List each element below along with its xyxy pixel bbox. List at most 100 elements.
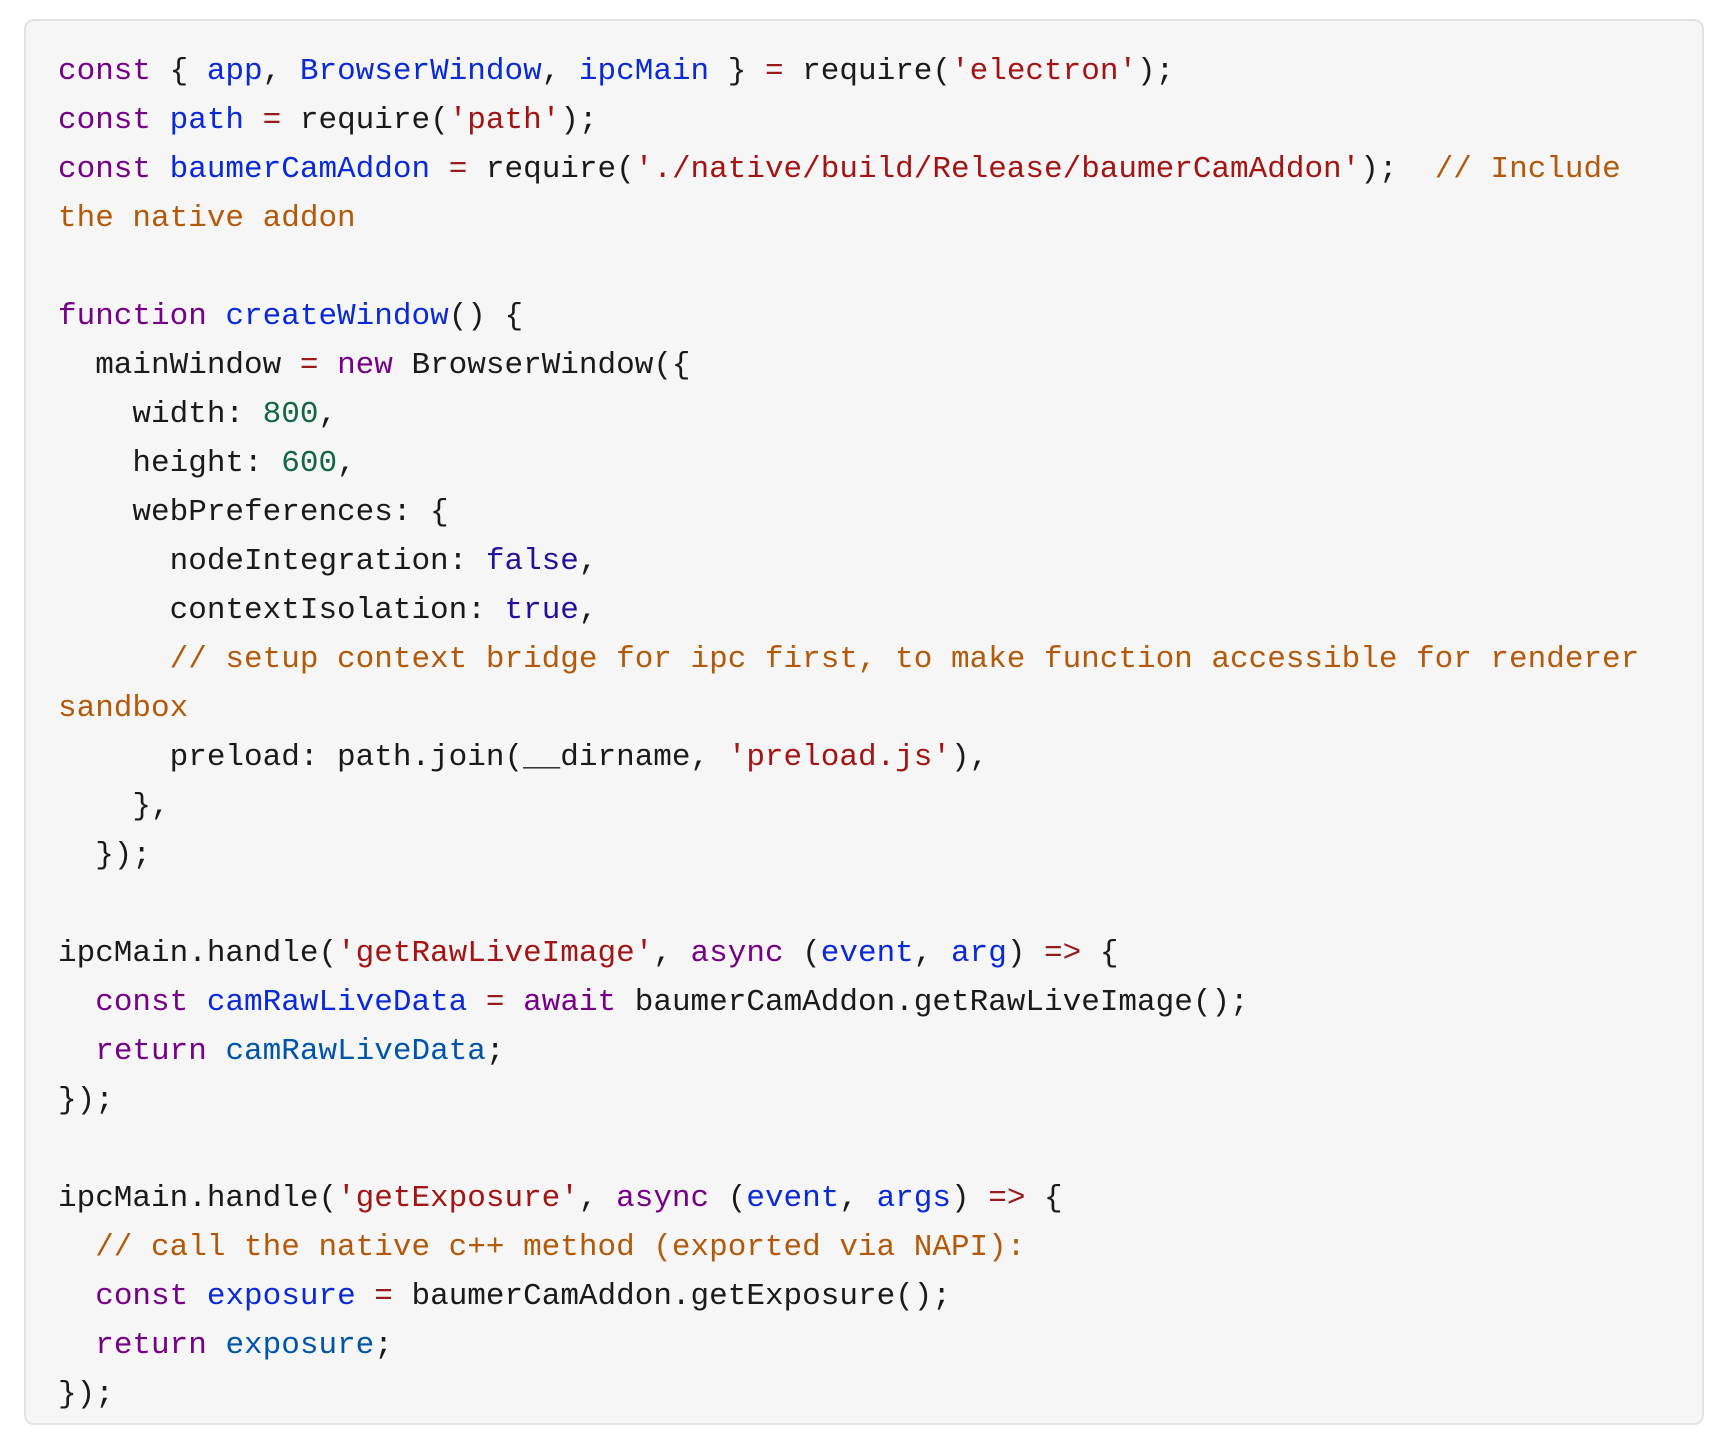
code-token: => xyxy=(988,1181,1026,1216)
code-token: ), xyxy=(950,740,989,775)
code-token: const xyxy=(58,54,152,89)
code-token: false xyxy=(485,544,579,579)
code-line: ipcMain.handle('getRawLiveImage', async … xyxy=(58,929,1702,978)
code-token xyxy=(58,985,95,1020)
code-token: ; xyxy=(485,1034,505,1069)
code-token xyxy=(207,1034,226,1069)
code-token xyxy=(188,1279,207,1314)
code-line xyxy=(58,1125,1702,1174)
code-token: ; xyxy=(374,1328,393,1363)
code-line xyxy=(58,243,1702,292)
code-token: 'getRawLiveImage' xyxy=(337,936,654,971)
code-token: ) xyxy=(1006,936,1045,971)
code-block: const { app, BrowserWindow, ipcMain } = … xyxy=(24,19,1704,1425)
code-token: async xyxy=(690,936,784,971)
code-token: = xyxy=(262,103,282,138)
code-token: { xyxy=(151,54,207,89)
code-token: const xyxy=(58,103,152,138)
code-line: }); xyxy=(58,1370,1702,1419)
code-token: mainWindow xyxy=(58,348,300,383)
code-token xyxy=(505,985,524,1020)
code-token: ) xyxy=(951,1181,989,1216)
code-token: => xyxy=(1044,936,1082,971)
code-line: preload: path.join(__dirname, 'preload.j… xyxy=(58,733,1702,782)
code-token: event xyxy=(820,936,914,971)
code-token: width: xyxy=(58,397,263,432)
code-line: const exposure = baumerCamAddon.getExpos… xyxy=(58,1272,1702,1321)
code-line: ipcMain.handle('getExposure', async (eve… xyxy=(58,1174,1702,1223)
code-token: ipcMain xyxy=(578,54,710,89)
code-token: baumerCamAddon.getExposure(); xyxy=(392,1279,951,1314)
code-token: return xyxy=(95,1034,207,1069)
code-token: }); xyxy=(58,1083,114,1118)
code-line: }, xyxy=(58,782,1702,831)
code-token: 'electron' xyxy=(951,54,1138,89)
code-token: camRawLiveData xyxy=(225,1034,486,1069)
code-token: }, xyxy=(58,789,170,824)
code-token: exposure xyxy=(206,1279,356,1314)
code-token: path xyxy=(169,103,245,138)
code-line xyxy=(58,880,1702,929)
code-line: }); xyxy=(58,1076,1702,1125)
code-line: const baumerCamAddon = require('./native… xyxy=(58,145,1702,194)
code-token: const xyxy=(58,152,152,187)
code-token: baumerCamAddon xyxy=(169,152,431,187)
code-token: require( xyxy=(783,54,952,89)
code-token: = xyxy=(448,152,468,187)
code-token: sandbox xyxy=(58,691,189,726)
code-token xyxy=(356,1279,375,1314)
code-token: ); xyxy=(1360,152,1435,187)
code-line: nodeIntegration: false, xyxy=(58,537,1702,586)
code-token xyxy=(207,299,226,334)
code-token xyxy=(151,152,170,187)
code-token: // setup context bridge for ipc first, t… xyxy=(58,642,1640,677)
code-token xyxy=(58,1034,95,1069)
code-token: = xyxy=(374,1279,393,1314)
code-token: app xyxy=(206,54,263,89)
code-token: }); xyxy=(58,1377,114,1412)
code-token: } xyxy=(709,54,765,89)
code-token: // call the native c++ method (exported … xyxy=(58,1230,1026,1265)
code-token: 600 xyxy=(281,446,338,481)
code-token: , xyxy=(578,1181,617,1216)
code-token: require( xyxy=(467,152,635,187)
code-token: = xyxy=(299,348,319,383)
code-token: function xyxy=(58,299,207,334)
code-token xyxy=(151,103,170,138)
code-token: ( xyxy=(783,936,821,971)
code-line: function createWindow() { xyxy=(58,292,1702,341)
code-token: camRawLiveData xyxy=(206,985,468,1020)
code-token: return xyxy=(95,1328,207,1363)
code-token: ); xyxy=(560,103,598,138)
code-token xyxy=(188,985,207,1020)
code-token: BrowserWindow({ xyxy=(392,348,691,383)
code-line: sandbox xyxy=(58,684,1702,733)
code-token xyxy=(244,103,263,138)
code-token: , xyxy=(262,54,300,89)
code-line: // call the native c++ method (exported … xyxy=(58,1223,1702,1272)
code-token: { xyxy=(1025,1181,1063,1216)
code-token: createWindow xyxy=(225,299,449,334)
code-token: ( xyxy=(709,1181,747,1216)
code-token: 800 xyxy=(262,397,319,432)
code-token: webPreferences: { xyxy=(58,495,449,530)
code-line: the native addon xyxy=(58,194,1702,243)
code-token xyxy=(207,1328,226,1363)
code-token: height: xyxy=(58,446,282,481)
code-token: , xyxy=(913,936,951,971)
code-token: ipcMain.handle( xyxy=(58,1181,338,1216)
code-token: './native/build/Release/baumerCamAddon' xyxy=(634,152,1361,187)
code-token: 'preload.js' xyxy=(727,740,951,775)
code-token: contextIsolation: xyxy=(58,593,505,628)
code-token: 'path' xyxy=(448,103,561,138)
code-token: 'getExposure' xyxy=(337,1181,579,1216)
code-token xyxy=(318,348,337,383)
code-line: webPreferences: { xyxy=(58,488,1702,537)
code-token: BrowserWindow xyxy=(299,54,542,89)
code-token: await xyxy=(523,985,617,1020)
code-token: , xyxy=(578,593,598,628)
code-token: // Include xyxy=(1434,152,1621,187)
code-line: const path = require('path'); xyxy=(58,96,1702,145)
code-line: height: 600, xyxy=(58,439,1702,488)
code-token: const xyxy=(95,985,189,1020)
